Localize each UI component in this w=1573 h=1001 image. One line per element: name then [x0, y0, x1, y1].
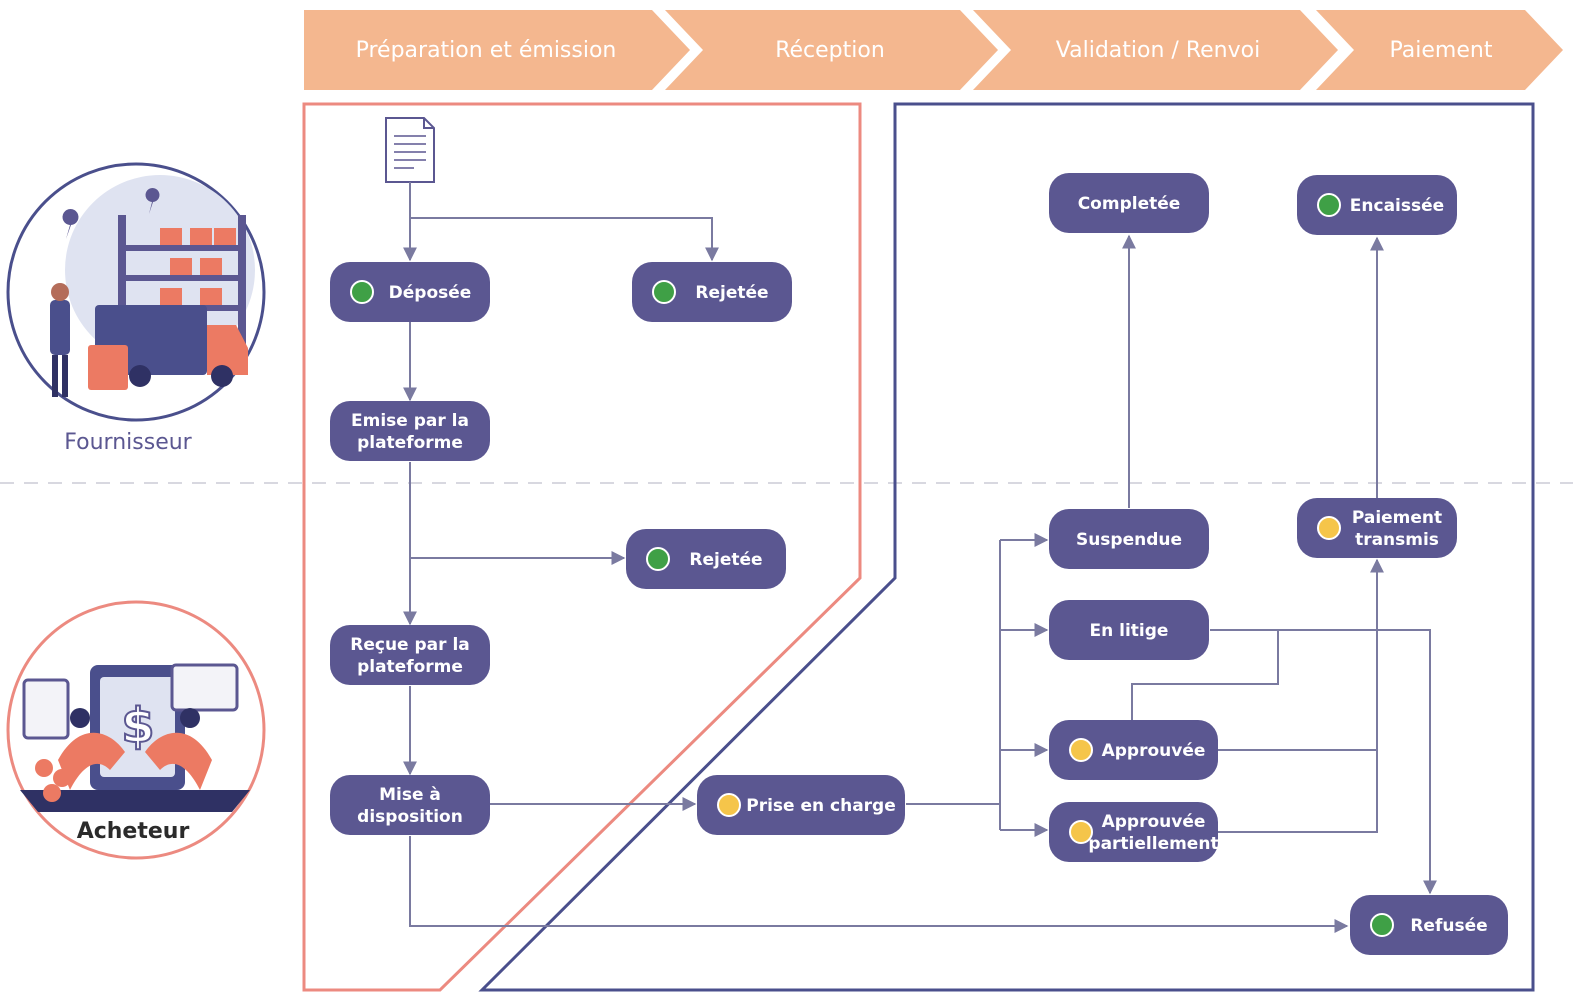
svg-text:$: $ — [121, 698, 154, 754]
status-green-dot-icon — [646, 547, 670, 571]
status-node-label: Completée — [1078, 194, 1181, 214]
status-node-box — [330, 775, 490, 835]
status-node-label: Encaissée — [1350, 196, 1444, 216]
phase-label: Validation / Renvoi — [1056, 38, 1260, 63]
status-node-label: En litige — [1090, 621, 1169, 641]
payment-handshake-illustration: $ — [20, 663, 250, 812]
phase-label: Préparation et émission — [356, 38, 617, 63]
status-node-box — [1350, 895, 1508, 955]
status-node-box — [330, 401, 490, 461]
status-node-rejetee-2: Rejetée — [626, 529, 786, 589]
invoice-document-icon — [385, 117, 435, 183]
status-yellow-dot-icon — [1069, 738, 1093, 762]
phase-validation: Validation / Renvoi — [973, 10, 1338, 90]
edge-approuvee-partiellement-to-paiement — [1218, 558, 1384, 833]
status-node-box — [697, 775, 905, 835]
status-node-label: Prise en charge — [746, 796, 896, 816]
status-node-box — [1049, 600, 1209, 660]
status-node-box — [1049, 802, 1218, 862]
status-node-label: Reçue par la — [350, 635, 470, 655]
status-node-prise: Prise en charge — [697, 775, 905, 835]
status-node-rejetee-1: Rejetée — [632, 262, 792, 322]
status-node-label: plateforme — [357, 433, 463, 453]
status-node-box — [632, 262, 792, 322]
phase-label: Paiement — [1390, 38, 1493, 63]
edges — [403, 182, 1437, 933]
supplier-zone-frame — [302, 102, 862, 992]
status-node-suspendue: Suspendue — [1049, 509, 1209, 569]
status-node-box — [330, 625, 490, 685]
status-yellow-dot-icon — [717, 793, 741, 817]
status-node-box — [1049, 720, 1218, 780]
status-node-box — [1297, 175, 1457, 235]
status-node-label: Déposée — [389, 283, 472, 303]
buyer-label: Acheteur — [77, 819, 190, 844]
phase-header: Préparation et émission Réception Valida… — [304, 10, 1563, 90]
status-node-completee: Completée — [1049, 173, 1209, 233]
status-yellow-dot-icon — [1069, 820, 1093, 844]
phase-paiement: Paiement — [1316, 10, 1563, 90]
phase-shape — [665, 10, 998, 90]
edge-mise-to-refusee — [409, 836, 1349, 933]
buyer-actor: $ Acheteur — [6, 600, 266, 860]
edge-document-to-rejetee — [410, 217, 719, 262]
status-node-label: Rejetée — [689, 550, 762, 570]
status-node-label: transmis — [1355, 530, 1439, 550]
status-node-deposee: Déposée — [330, 262, 490, 322]
status-node-label: Refusée — [1410, 916, 1487, 936]
status-node-approuvee: Approuvée — [1049, 720, 1218, 780]
phase-shape — [304, 10, 690, 90]
status-green-dot-icon — [1317, 193, 1341, 217]
edge-approuvee-to-litige — [1131, 630, 1279, 720]
status-yellow-dot-icon — [1317, 516, 1341, 540]
status-node-box — [1297, 498, 1457, 558]
status-node-label: Mise à — [379, 785, 441, 805]
phase-reception: Réception — [665, 10, 998, 90]
edge-litige-to-refusee — [1210, 629, 1437, 895]
status-node-encaissee: Encaissée — [1297, 175, 1457, 235]
status-node-label: disposition — [357, 807, 463, 827]
status-node-box — [1049, 173, 1209, 233]
supplier-label: Fournisseur — [64, 430, 192, 455]
status-green-dot-icon — [350, 280, 374, 304]
supplier-actor: Fournisseur — [6, 162, 266, 455]
warehouse-delivery-illustration — [50, 175, 255, 397]
status-node-refusee: Refusée — [1350, 895, 1508, 955]
status-green-dot-icon — [652, 280, 676, 304]
status-node-label: Approuvée — [1102, 741, 1206, 761]
phase-preparation: Préparation et émission — [304, 10, 690, 90]
status-node-box — [1049, 509, 1209, 569]
status-node-label: Suspendue — [1076, 530, 1182, 550]
status-node-label: Approuvée — [1102, 812, 1206, 832]
status-node-label: plateforme — [357, 657, 463, 677]
status-node-label: Emise par la — [351, 411, 469, 431]
status-node-label: Paiement — [1352, 508, 1442, 528]
phase-label: Réception — [775, 38, 885, 63]
status-node-box — [330, 262, 490, 322]
status-node-box — [626, 529, 786, 589]
status-node-label: partiellement — [1088, 834, 1218, 854]
phase-shape — [1316, 10, 1563, 90]
phase-shape — [973, 10, 1338, 90]
status-node-label: Rejetée — [695, 283, 768, 303]
status-green-dot-icon — [1370, 913, 1394, 937]
status-node-litige: En litige — [1049, 600, 1209, 660]
operator-zone-frame — [478, 102, 1535, 992]
